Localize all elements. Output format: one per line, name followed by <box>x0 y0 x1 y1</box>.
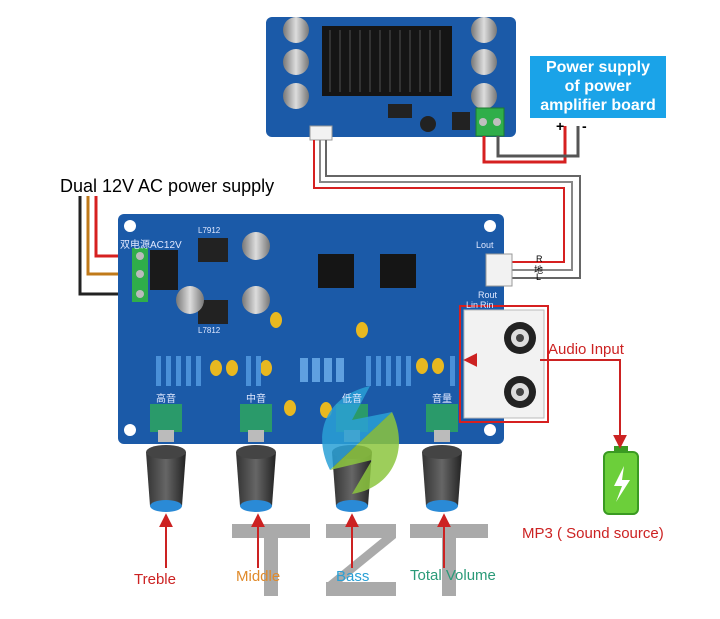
audio-input-arrow <box>463 353 627 449</box>
board-reg-bottom: L7812 <box>198 326 221 335</box>
signal-wires <box>313 140 581 279</box>
filter-capacitor <box>176 286 204 314</box>
tzt-watermark <box>232 524 488 596</box>
middle-label: Middle <box>236 568 281 585</box>
board-rin-label: Rin <box>480 300 494 310</box>
board-volume-label: 音量 <box>432 394 452 405</box>
polarity-minus: - <box>582 118 587 134</box>
mp3-source-label: MP3 ( Sound source) <box>522 525 664 542</box>
amp-capacitor <box>283 49 309 75</box>
output-r-label: R <box>536 254 543 264</box>
audio-input-label: Audio Input <box>548 341 624 358</box>
volume-pot <box>422 404 462 512</box>
opamp-ic <box>318 254 354 288</box>
power-supply-line-2: of power <box>564 78 632 95</box>
output-connector <box>485 253 513 287</box>
filter-capacitor <box>242 286 270 314</box>
tone-board <box>118 214 549 444</box>
amp-power-terminal <box>475 107 505 137</box>
amp-capacitor <box>283 83 309 109</box>
audio-input-highlight <box>459 305 549 423</box>
middle-pot <box>236 404 276 512</box>
board-lout-label: Lout <box>476 240 494 250</box>
board-reg-top: L7912 <box>198 226 221 235</box>
rca-jack-block <box>463 309 545 419</box>
opamp-ic <box>380 254 416 288</box>
board-middle-label: 中音 <box>246 394 266 405</box>
psu-wires <box>482 126 580 164</box>
treble-pot <box>146 404 186 512</box>
board-input-label: 双电源AC12V <box>120 240 182 251</box>
board-treble-label: 高音 <box>156 394 176 405</box>
power-supply-line-1: Power supply <box>545 59 651 76</box>
mp3-source-icon <box>603 446 639 515</box>
output-gnd-label: 地 <box>534 265 544 275</box>
polarity-plus: + <box>556 118 565 134</box>
bass-label: Bass <box>336 568 370 585</box>
output-l-label: L <box>536 272 542 282</box>
treble-label: Treble <box>134 571 176 588</box>
total-volume-label: Total Volume <box>410 567 496 584</box>
amp-input-connector <box>309 125 333 141</box>
filter-capacitor <box>242 232 270 260</box>
power-supply-label-box: Power supply of power amplifier board <box>530 56 666 118</box>
amplifier-board <box>266 17 516 141</box>
amp-capacitor <box>471 17 497 43</box>
board-lin-label: Lin <box>466 300 479 310</box>
amp-capacitor <box>471 49 497 75</box>
amp-capacitor <box>283 17 309 43</box>
amp-capacitor <box>471 83 497 109</box>
tzt-logo-mark <box>322 386 399 494</box>
ac-input-terminal <box>132 248 148 302</box>
board-bass-label: 低音 <box>342 394 362 405</box>
ac-power-label: Dual 12V AC power supply <box>60 176 275 196</box>
board-rout-label: Rout <box>478 290 498 300</box>
power-supply-line-3: amplifier board <box>540 97 656 114</box>
